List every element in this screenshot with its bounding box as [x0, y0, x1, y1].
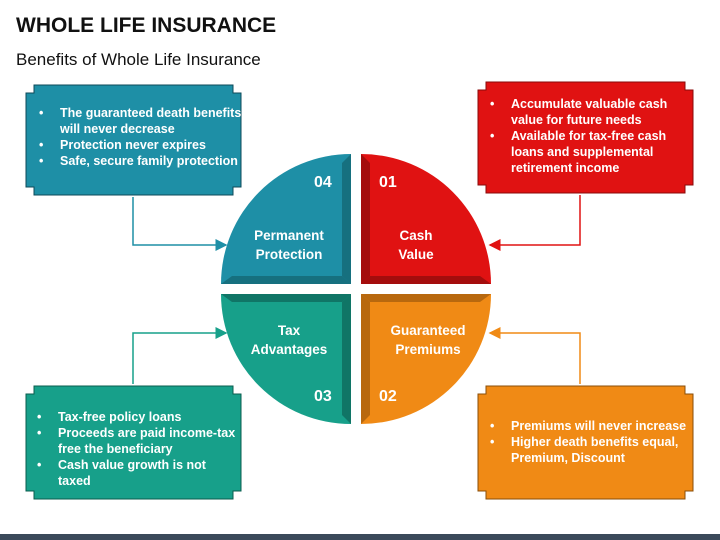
- list-item: Proceeds are paid income-tax free the be…: [30, 425, 240, 457]
- segment-protection-label: Permanent Protection: [238, 226, 340, 264]
- connector-cash-arrow: [488, 195, 581, 251]
- page-title: WHOLE LIFE INSURANCE: [16, 14, 277, 37]
- segment-protection-number: 04: [314, 174, 332, 191]
- segment-cash-line1: Cash: [399, 228, 433, 243]
- segment-protection-line1: Permanent: [254, 228, 324, 243]
- page-subtitle: Benefits of Whole Life Insurance: [16, 50, 261, 69]
- segment-premiums-shade: [361, 294, 491, 302]
- segment-tax: [221, 294, 351, 424]
- segment-premiums: [361, 294, 491, 424]
- segment-premiums-number: 02: [379, 388, 397, 405]
- box-premiums-list: Premiums will never increase Higher deat…: [483, 418, 689, 466]
- segment-tax-shade2: [342, 294, 351, 424]
- box-cash: Accumulate valuable cash value for futur…: [483, 96, 689, 176]
- list-item: The guaranteed death benefits will never…: [32, 105, 242, 137]
- list-item: Protection never expires: [32, 137, 242, 153]
- box-protection-list: The guaranteed death benefits will never…: [32, 105, 242, 169]
- segment-tax-line1: Tax: [277, 323, 301, 338]
- box-protection: The guaranteed death benefits will never…: [32, 105, 242, 169]
- box-cash-list: Accumulate valuable cash value for futur…: [483, 96, 689, 176]
- segment-cash-shade: [361, 154, 370, 284]
- segment-premiums-line1: Guaranteed: [390, 323, 466, 338]
- segment-cash: [361, 154, 491, 284]
- segment-protection: [221, 154, 351, 284]
- segment-tax-number: 03: [314, 388, 332, 405]
- list-item: Accumulate valuable cash value for futur…: [483, 96, 689, 128]
- box-premiums: Premiums will never increase Higher deat…: [483, 418, 689, 466]
- segment-cash-line2: Value: [398, 247, 434, 262]
- connector-tax-arrow: [132, 327, 228, 384]
- segment-tax-line2: Advantages: [250, 342, 328, 357]
- segment-tax-label: Tax Advantages: [238, 321, 340, 359]
- box-tax-list: Tax-free policy loans Proceeds are paid …: [30, 409, 240, 489]
- segment-cash-label: Cash Value: [372, 226, 460, 264]
- segment-premiums-shade2: [361, 294, 370, 424]
- segment-premiums-label: Guaranteed Premiums: [372, 321, 484, 359]
- box-tax: Tax-free policy loans Proceeds are paid …: [30, 409, 240, 489]
- segment-protection-line2: Protection: [255, 247, 323, 262]
- list-item: Cash value growth is not taxed: [30, 457, 240, 489]
- list-item: Higher death benefits equal, Premium, Di…: [483, 434, 689, 466]
- segment-protection-shade2: [342, 154, 351, 284]
- segment-cash-shade2: [361, 276, 491, 284]
- list-item: Available for tax-free cash loans and su…: [483, 128, 689, 176]
- list-item: Premiums will never increase: [483, 418, 689, 434]
- connector-protection-arrow: [132, 197, 228, 251]
- list-item: Tax-free policy loans: [30, 409, 240, 425]
- segment-tax-shade: [221, 294, 351, 302]
- segment-cash-number: 01: [379, 174, 397, 191]
- bottom-bar: [0, 534, 720, 540]
- connector-premiums-arrow: [488, 327, 581, 384]
- list-item: Safe, secure family protection: [32, 153, 242, 169]
- segment-premiums-line2: Premiums: [395, 342, 461, 357]
- segment-protection-shade: [221, 276, 351, 284]
